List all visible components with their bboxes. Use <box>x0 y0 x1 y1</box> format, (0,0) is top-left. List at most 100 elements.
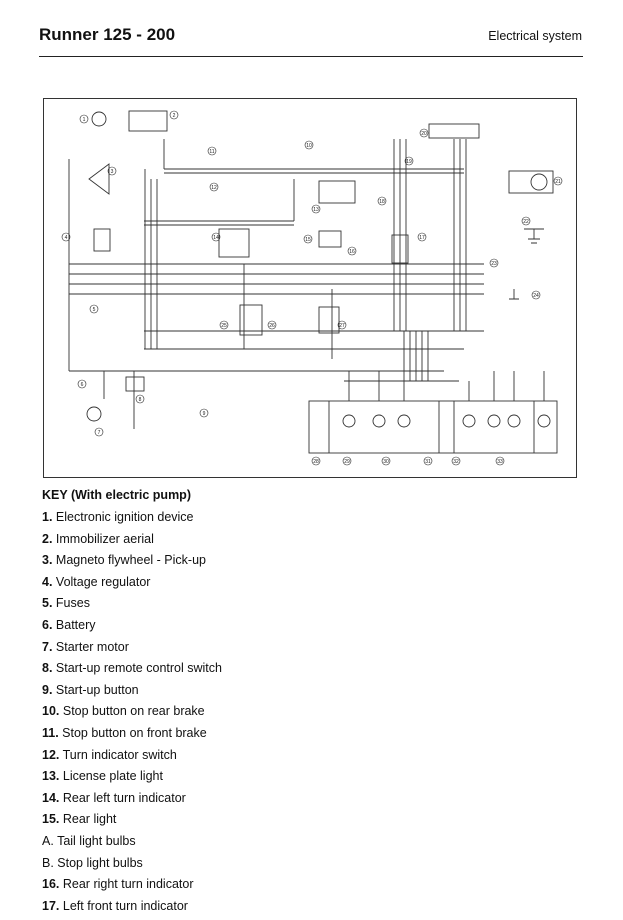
key-item: 5. Fuses <box>42 595 222 617</box>
svg-text:27: 27 <box>339 323 345 329</box>
svg-text:3: 3 <box>111 169 114 175</box>
callout: 28 <box>311 456 321 466</box>
callout: 29 <box>342 456 352 466</box>
key-item: 4. Voltage regulator <box>42 574 222 596</box>
key-item-label: License plate light <box>62 769 163 784</box>
callout: 5 <box>89 304 99 314</box>
key-item-number: 12. <box>42 747 60 762</box>
key-item-number: B. <box>42 855 54 870</box>
callout: 2 <box>169 110 179 120</box>
svg-text:13: 13 <box>313 207 319 213</box>
callout: 33 <box>495 456 505 466</box>
callout: 9 <box>199 408 209 418</box>
svg-text:18: 18 <box>379 199 385 205</box>
callout: 8 <box>135 394 145 404</box>
wiring-diagram: 1 2 3 4 5 6 7 8 9 10 11 12 13 14 15 16 1… <box>43 98 577 478</box>
svg-text:26: 26 <box>269 323 275 329</box>
svg-text:24: 24 <box>533 293 539 299</box>
key-item-number: 10. <box>42 704 60 719</box>
svg-text:33: 33 <box>497 459 503 465</box>
key-title: KEY (With electric pump) <box>42 488 191 502</box>
callout: 30 <box>381 456 391 466</box>
key-item: 15. Rear light <box>42 811 222 833</box>
key-item: 17. Left front turn indicator <box>42 898 222 920</box>
key-item-number: 1. <box>42 510 53 524</box>
svg-text:22: 22 <box>523 219 529 225</box>
key-item-number: 13. <box>42 769 60 784</box>
key-item-label: Rear left turn indicator <box>62 790 186 805</box>
svg-text:21: 21 <box>555 179 561 185</box>
key-item: 13. License plate light <box>42 768 222 790</box>
callout: 10 <box>304 140 314 150</box>
svg-text:15: 15 <box>305 237 311 243</box>
header-section: Electrical system <box>488 29 582 43</box>
callout: 26 <box>267 320 277 330</box>
key-item: 12. Turn indicator switch <box>42 747 222 769</box>
callout: 1 <box>79 114 89 124</box>
callout: 17 <box>417 232 427 242</box>
svg-text:12: 12 <box>211 185 217 191</box>
callout: 22 <box>521 216 531 226</box>
key-item: 7. Starter motor <box>42 639 222 661</box>
svg-text:25: 25 <box>221 323 227 329</box>
callout: 4 <box>61 232 71 242</box>
key-item: 16. Rear right turn indicator <box>42 876 222 898</box>
svg-text:28: 28 <box>313 459 319 465</box>
key-item-number: 5. <box>42 596 53 611</box>
key-item-label: Rear light <box>62 812 117 827</box>
key-item-number: 14. <box>42 790 60 805</box>
svg-text:20: 20 <box>421 131 427 137</box>
callout: 20 <box>419 128 429 138</box>
key-item-number: 6. <box>42 617 53 632</box>
svg-text:11: 11 <box>209 149 214 155</box>
wiring-diagram-svg: 1 2 3 4 5 6 7 8 9 10 11 12 13 14 15 16 1… <box>61 110 563 466</box>
key-item-number: 4. <box>42 574 53 589</box>
svg-text:31: 31 <box>425 459 431 465</box>
key-item-label: Battery <box>55 617 96 632</box>
key-item-number: 7. <box>42 639 53 654</box>
svg-text:29: 29 <box>344 459 350 465</box>
key-item-number: 15. <box>42 812 60 827</box>
callout: 12 <box>209 182 219 192</box>
key-item: 1. Electronic ignition device <box>42 509 222 531</box>
key-item-label: Start-up remote control switch <box>55 661 222 676</box>
callout: 19 <box>404 156 414 166</box>
svg-text:23: 23 <box>491 261 497 267</box>
key-item-label: Stop light bulbs <box>57 855 143 870</box>
key-item-label: Rear right turn indicator <box>62 877 194 892</box>
callout: 15 <box>303 234 313 244</box>
key-item-label: Voltage regulator <box>55 574 151 589</box>
callout: 27 <box>337 320 347 330</box>
callout: 7 <box>94 427 104 437</box>
key-item-label: Electronic ignition device <box>55 510 194 524</box>
key-item-label: Fuses <box>55 596 90 611</box>
key-item: 6. Battery <box>42 617 222 639</box>
key-item: A. Tail light bulbs <box>42 833 222 855</box>
svg-text:30: 30 <box>383 459 389 465</box>
key-item-label: Starter motor <box>55 639 129 654</box>
svg-text:1: 1 <box>83 117 86 123</box>
key-item-label: Left front turn indicator <box>62 898 188 913</box>
key-item-number: A. <box>42 833 54 848</box>
callout: 18 <box>377 196 387 206</box>
callout: 32 <box>451 456 461 466</box>
key-item-label: Stop button on rear brake <box>62 704 205 719</box>
svg-text:32: 32 <box>453 459 459 465</box>
callout: 3 <box>107 166 117 176</box>
svg-text:10: 10 <box>306 143 312 149</box>
callout: 13 <box>311 204 321 214</box>
key-item: B. Stop light bulbs <box>42 855 222 877</box>
callout: 21 <box>553 176 563 186</box>
key-item-number: 3. <box>42 553 53 568</box>
svg-text:2: 2 <box>173 113 176 119</box>
callout: 11 <box>207 146 217 156</box>
svg-text:6: 6 <box>81 382 84 388</box>
svg-text:8: 8 <box>139 397 142 403</box>
svg-text:4: 4 <box>65 235 68 241</box>
svg-text:17: 17 <box>419 235 425 241</box>
key-item: 3. Magneto flywheel - Pick-up <box>42 552 222 574</box>
key-item-label: Magneto flywheel - Pick-up <box>55 553 206 568</box>
callout: 31 <box>423 456 433 466</box>
svg-text:7: 7 <box>98 430 101 436</box>
